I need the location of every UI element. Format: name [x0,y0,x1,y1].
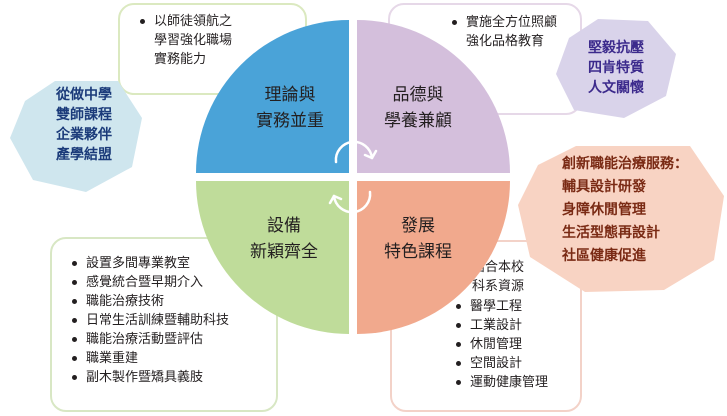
list-top-left: 以師徒領航之 學習強化職場 實務能力 [140,12,232,69]
list-item: 職能治療活動暨評估 [72,330,229,349]
quadrant-bottom-right-line1: 發展 [401,216,435,236]
quadrant-bottom-right-line2: 特色課程 [384,242,452,262]
list-item: 日常生活訓練暨輔助科技 [72,311,229,330]
list-item-continuation: 學習強化職場 [154,33,233,48]
list-top-right: 實施全方位照顧 強化品格教育 [452,13,557,51]
list-item: 職能治療技術 [72,292,229,311]
quadrant-top-left-line2: 實務並重 [256,111,324,131]
quadrant-bottom-left-line1: 設備 [267,216,301,236]
list-item: 以師徒領航之 [140,12,232,31]
polygon-left [10,81,142,192]
polygon-right-line: 社區健康促進 [561,247,646,264]
list-item: 運動健康管理 [456,373,548,392]
heading-line: 科系資源 [472,279,525,294]
polygon-left-line: 企業夥伴 [55,126,112,143]
quadrant-top-left [196,20,349,173]
polygon-right-line: 身障休閒管理 [562,201,646,218]
list-item: 空間設計 [456,354,548,373]
cycle-arrows-icon [328,140,378,214]
polygon-right-line: 輔具設計研發 [562,178,647,195]
list-item-continuation: 強化品格教育 [466,34,545,49]
polygon-top-right-line: 四肯特質 [588,59,644,76]
list-item: 副木製作暨矯具義肢 [72,368,229,387]
polygon-top-right-line: 人文關懷 [588,79,644,96]
quadrant-top-left-line1: 理論與 [265,85,316,105]
list-item: 設置多間專業教室 [72,254,229,273]
list-item: 感覺統合暨早期介入 [72,273,229,292]
list-item-continuation: 實務能力 [154,52,207,67]
polygon-left-line: 雙師課程 [56,106,112,123]
list-item: 休閒管理 [456,335,548,354]
polygon-top-right-line: 堅毅抗壓 [588,39,644,56]
list-item: 工業設計 [456,316,548,335]
polygon-right-line: 創新職能治療服務： [561,155,688,172]
list-item: 職業重建 [72,349,229,368]
polygon-right-line: 生活型態再設計 [562,224,660,241]
list-item: 醫學工程 [456,297,548,316]
polygon-right [518,146,724,292]
quadrant-bottom-right [357,181,510,334]
quadrant-bottom-left-line2: 新穎齊全 [250,242,318,262]
quadrant-top-right-line2: 學養兼顧 [384,111,452,131]
quadrant-top-right-line1: 品德與 [393,85,444,105]
list-bottom-right: 醫學工程 工業設計 休閒管理 空間設計 運動健康管理 [456,297,548,392]
list-item: 實施全方位照顧 [452,13,557,32]
quadrant-top-right [357,20,510,173]
polygon-left-line: 從做中學 [55,86,112,103]
list-bottom-left: 設置多間專業教室 感覺統合暨早期介入 職能治療技術 日常生活訓練暨輔助科技 職能… [72,254,229,387]
quadrant-bottom-left [196,181,349,334]
polygon-left-line: 產學結盟 [55,146,112,163]
polygon-top-right [556,19,676,118]
